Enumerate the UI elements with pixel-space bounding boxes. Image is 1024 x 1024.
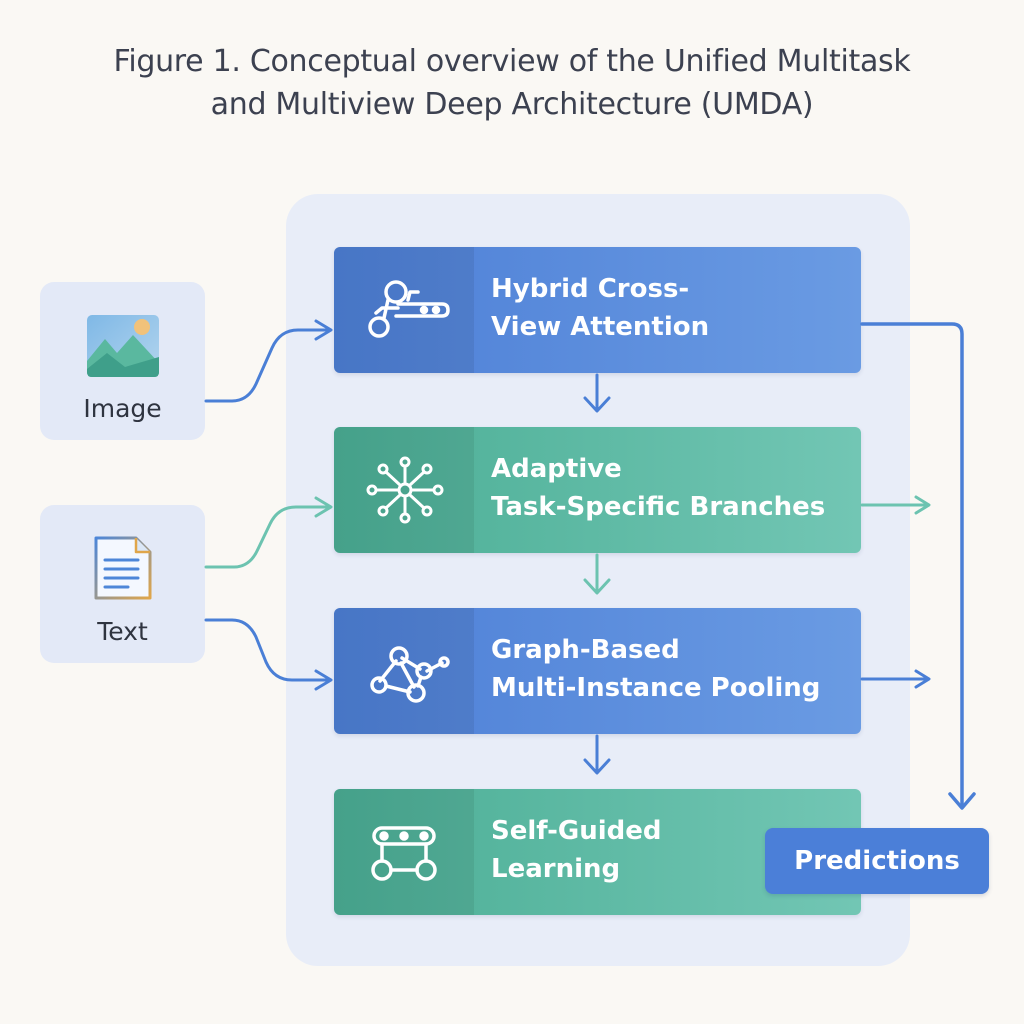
figure-title-line1: Figure 1. Conceptual overview of the Uni…: [113, 44, 911, 79]
arrowhead-attention-to-branches: [583, 396, 611, 413]
module-adaptive-task-specific-branches: Adaptive Task-Specific Branches: [334, 427, 861, 553]
arrowhead-attention-to-predictions: [948, 792, 976, 810]
module-1-line1: Hybrid Cross-: [491, 274, 690, 304]
module-1-line2: View Attention: [491, 312, 710, 342]
module-graph-based-multi-instance-pooling: Graph-Based Multi-Instance Pooling: [334, 608, 861, 734]
input-image-label: Image: [83, 394, 162, 423]
attention-key-icon: [368, 280, 450, 338]
figure-title: Figure 1. Conceptual overview of the Uni…: [40, 40, 984, 126]
self-guided-loop-icon: [371, 826, 437, 881]
figure-title-line2: and Multiview Deep Architecture (UMDA): [210, 87, 814, 122]
input-image-card: Image: [40, 282, 205, 440]
predictions-output: Predictions: [765, 828, 989, 894]
arrow-image-to-attention: [204, 328, 332, 403]
arrowhead-pooling-output: [914, 669, 931, 689]
graph-nodes-icon: [370, 646, 450, 703]
input-text-label: Text: [97, 617, 148, 646]
module-4-line1: Self-Guided: [491, 816, 662, 846]
arrowhead-branches-output: [914, 495, 931, 515]
module-hybrid-cross-view-attention: Hybrid Cross- View Attention: [334, 247, 861, 373]
input-text-card: Text: [40, 505, 205, 663]
arrow-text-to-branches: [204, 505, 332, 569]
arrowhead-branches-to-pooling: [583, 578, 611, 595]
module-4-line2: Learning: [491, 854, 621, 884]
module-2-line2: Task-Specific Branches: [491, 492, 826, 522]
arrowhead-text-to-branches: [314, 496, 333, 518]
module-self-guided-learning: Self-Guided Learning: [334, 789, 861, 915]
arrow-text-to-pooling: [204, 618, 332, 682]
branch-network-icon: [366, 456, 444, 524]
module-3-line1: Graph-Based: [491, 635, 680, 665]
module-3-line2: Multi-Instance Pooling: [491, 673, 821, 703]
arrowhead-pooling-to-learning: [583, 758, 611, 775]
arrowhead-image-to-attention: [314, 319, 333, 341]
module-2-line1: Adaptive: [491, 454, 622, 484]
arrow-attention-to-predictions: [860, 322, 964, 808]
document-icon: [90, 535, 156, 605]
image-icon: [85, 313, 161, 383]
arrowhead-text-to-pooling: [314, 669, 333, 691]
